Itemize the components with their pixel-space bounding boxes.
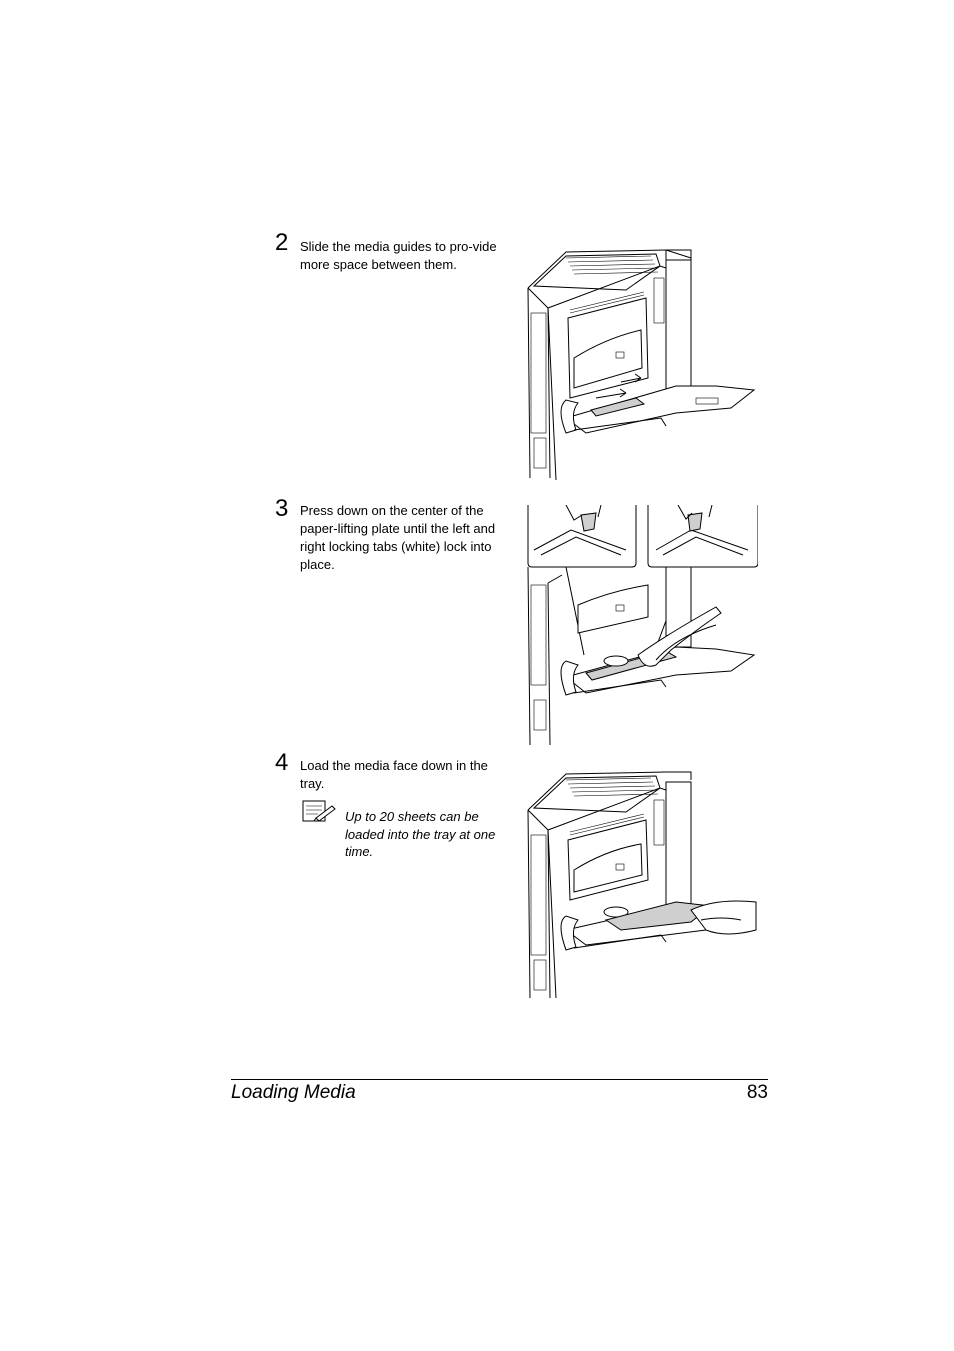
figure-step-4-loading-media [526,770,758,1000]
step-2-text: Slide the media guides to pro-vide more … [300,239,497,272]
step-3-number: 3 [275,495,289,522]
step-3-text: Press down on the center of the paper-li… [300,503,496,572]
step-4-number: 4 [275,749,289,776]
step-2-number: 2 [275,229,289,256]
step-4-text: Load the media face down in the tray. [300,758,488,791]
figure-step-3-locking-tabs [526,505,758,747]
footer-rule [231,1079,768,1080]
page-number: 83 [746,1082,768,1103]
note-pencil-icon [302,800,336,822]
note-text: Up to 20 sheets can be loaded into the t… [345,809,496,859]
figure-step-2-printer-guides [526,248,756,480]
footer-title: Loading Media [231,1082,356,1103]
